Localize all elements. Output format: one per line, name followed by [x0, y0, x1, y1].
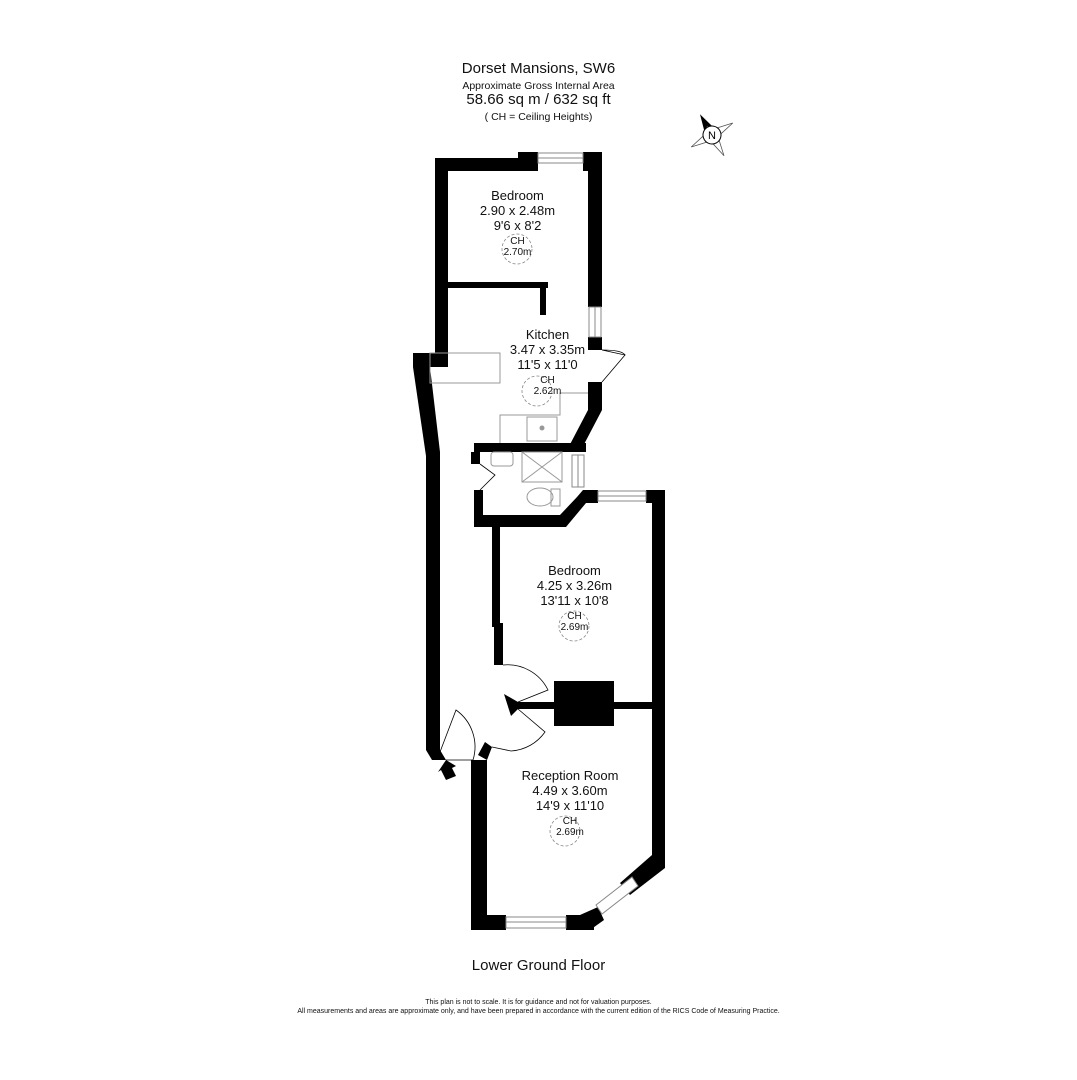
room-name: Reception Room — [521, 768, 619, 783]
ceiling-height-label: CH — [567, 610, 582, 622]
walls — [413, 152, 665, 930]
ceiling-height-value: 2.70m — [503, 247, 532, 259]
room-metric: 4.25 x 3.26m — [536, 577, 613, 593]
svg-text:N: N — [708, 130, 716, 142]
kitchen-sink-icon — [526, 416, 558, 442]
room-metric: 2.90 x 2.48m — [479, 202, 556, 218]
ceiling-height-label: CH — [562, 815, 578, 827]
room-name: Kitchen — [525, 327, 570, 342]
area-subtitle: Approximate Gross Internal Area — [462, 80, 615, 92]
bathroom-basin-icon — [490, 451, 514, 467]
room-imperial: 13'11 x 10'8 — [540, 592, 609, 608]
room-imperial: 11'5 x 11'0 — [517, 356, 578, 372]
room-imperial: 9'6 x 8'2 — [493, 217, 542, 233]
ceiling-height-label: CH — [540, 374, 555, 386]
room-name: Bedroom — [548, 563, 601, 578]
room-metric: 4.49 x 3.60m — [532, 782, 608, 798]
disclaimer-rics: All measurements and areas are approxima… — [297, 1008, 780, 1015]
ceiling-height-label: CH — [510, 235, 525, 247]
fixtures — [429, 352, 588, 507]
room-imperial: 14'9 x 11'10 — [535, 797, 605, 813]
ceiling-height-note: ( CH = Ceiling Heights) — [484, 111, 593, 123]
floor-name: Lower Ground Floor — [471, 957, 606, 974]
ceiling-height-value: 2.62m — [533, 386, 562, 398]
toilet-icon — [526, 487, 554, 507]
room-bedroom-2: Bedroom 4.25 x 3.26m 13'11 x 10'8 CH 2.6… — [517, 563, 632, 634]
ceiling-height-value: 2.69m — [556, 827, 584, 839]
room-reception: Reception Room 4.49 x 3.60m 14'9 x 11'10… — [500, 768, 640, 839]
compass-north-icon: N — [690, 114, 734, 157]
windows — [505, 152, 647, 929]
entrance-arrow-icon — [438, 760, 456, 780]
kitchen-counter — [429, 352, 501, 384]
property-title: Dorset Mansions, SW6 — [461, 60, 616, 77]
disclaimer-scale: This plan is not to scale. It is for gui… — [425, 999, 652, 1006]
ceiling-height-markers — [501, 233, 590, 847]
room-bedroom-1: Bedroom 2.90 x 2.48m 9'6 x 8'2 CH 2.70m — [460, 188, 575, 259]
gross-area: 58.66 sq m / 632 sq ft — [466, 91, 611, 108]
doors — [439, 349, 626, 761]
room-kitchen: Kitchen 3.47 x 3.35m 11'5 x 11'0 CH 2.62… — [490, 327, 605, 398]
ceiling-height-value: 2.69m — [560, 622, 589, 634]
room-name: Bedroom — [491, 188, 544, 203]
room-metric: 3.47 x 3.35m — [509, 341, 586, 357]
shower-tray-icon — [521, 451, 563, 483]
